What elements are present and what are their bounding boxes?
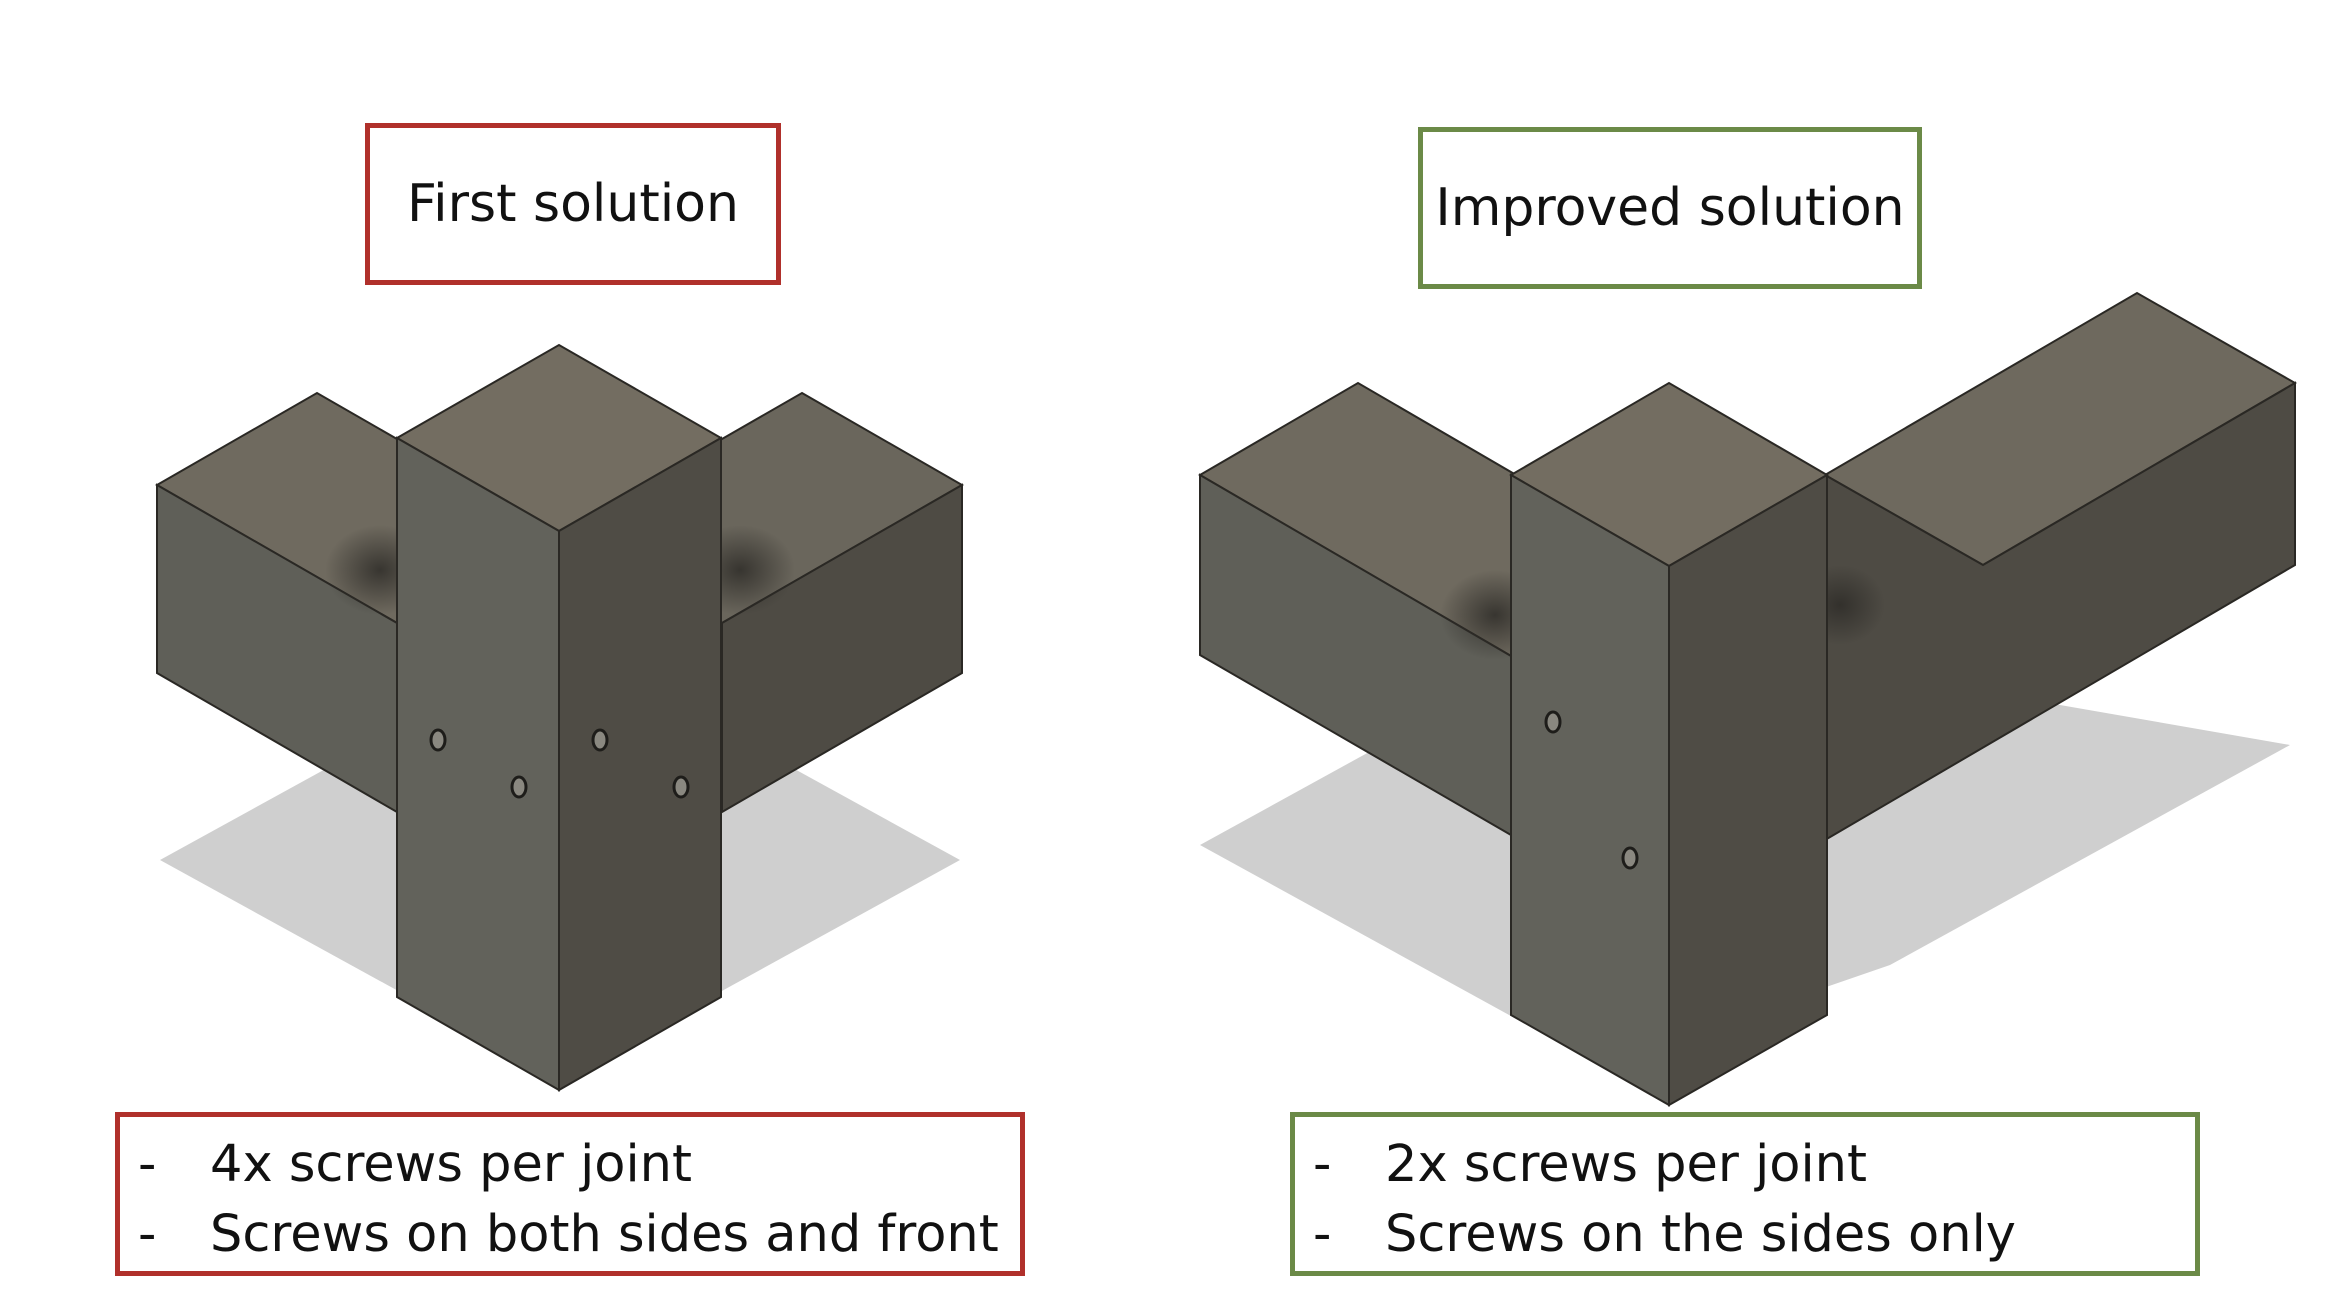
improved-note-text: Screws on the sides only [1385, 1204, 2016, 1264]
improved-solution-title-box: Improved solution [1418, 127, 1922, 289]
bullet: - [1313, 1134, 1332, 1194]
bullet: - [138, 1134, 157, 1194]
first-note-text: Screws on both sides and front [210, 1204, 999, 1264]
improved-solution-title: Improved solution [1435, 178, 1905, 238]
improved-note-line: - 2x screws per joint [1295, 1129, 2195, 1199]
improved-post-left-face [1510, 473, 1670, 1107]
bullet: - [138, 1204, 157, 1264]
first-post-right-face [558, 436, 722, 1092]
improved-note-line: - Screws on the sides only [1295, 1199, 2195, 1269]
first-screw-hole-4 [672, 775, 690, 799]
improved-screw-hole-2 [1621, 846, 1639, 870]
first-note-text: 4x screws per joint [210, 1134, 692, 1194]
first-solution-model [154, 343, 965, 1092]
first-solution-title-box: First solution [365, 123, 781, 285]
bullet: - [1313, 1204, 1332, 1264]
first-solution-title: First solution [407, 174, 739, 234]
improved-note-text: 2x screws per joint [1385, 1134, 1867, 1194]
first-screw-hole-2 [510, 775, 528, 799]
improved-post-right-face [1668, 473, 1828, 1107]
improved-solution-model [1198, 291, 2298, 1107]
first-solution-notes: - 4x screws per joint - Screws on both s… [115, 1112, 1025, 1276]
first-post-left-face [396, 436, 560, 1092]
first-screw-hole-1 [429, 728, 447, 752]
first-note-line: - Screws on both sides and front [120, 1199, 1020, 1269]
first-note-line: - 4x screws per joint [120, 1129, 1020, 1199]
improved-solution-notes: - 2x screws per joint - Screws on the si… [1290, 1112, 2200, 1276]
improved-screw-hole-1 [1544, 710, 1562, 734]
first-screw-hole-3 [591, 728, 609, 752]
